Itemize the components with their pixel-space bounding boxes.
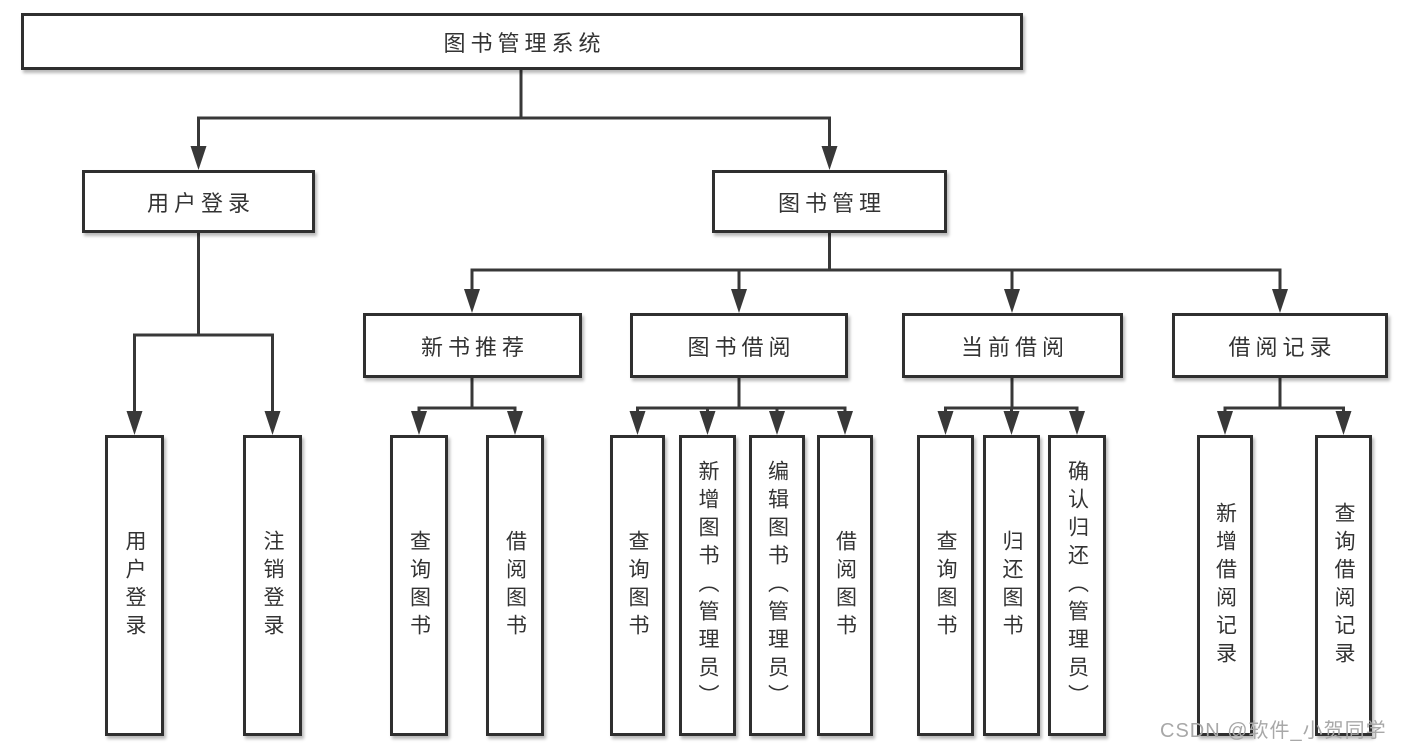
leaf-cb-confirm-return-admin-label: 确认归还（管理员） <box>1065 459 1089 712</box>
leaf-br-query-record: 查询借阅记录 <box>1315 435 1372 736</box>
node-borrowing-records-label: 借阅记录 <box>1228 334 1337 360</box>
node-book-management-label: 图书管理 <box>777 190 886 216</box>
leaf-cb-query-books-label: 查询图书 <box>934 529 957 642</box>
node-current-borrowing: 当前借阅 <box>902 313 1123 378</box>
node-user-login-label: 用户登录 <box>146 190 255 216</box>
node-borrowing-records: 借阅记录 <box>1172 313 1388 378</box>
leaf-cb-confirm-return-admin: 确认归还（管理员） <box>1048 435 1106 736</box>
leaf-nbr-query-books-label: 查询图书 <box>407 529 431 642</box>
leaf-bb-add-books-admin: 新增图书（管理员） <box>679 435 736 736</box>
node-book-management-branch: 图书管理 <box>712 170 947 233</box>
leaf-br-add-record-label: 新增借阅记录 <box>1213 501 1237 670</box>
leaf-logout: 注销登录 <box>243 435 302 736</box>
leaf-bb-edit-books-admin-label: 编辑图书（管理员） <box>765 459 789 712</box>
leaf-bb-borrow-books: 借阅图书 <box>817 435 873 736</box>
node-user-login-branch: 用户登录 <box>82 170 315 233</box>
leaf-bb-edit-books-admin: 编辑图书（管理员） <box>749 435 805 736</box>
leaf-bb-query-books-label: 查询图书 <box>626 529 649 642</box>
leaf-user-login-label: 用户登录 <box>123 529 146 642</box>
leaf-cb-return-books: 归还图书 <box>983 435 1040 736</box>
node-book-borrowing: 图书借阅 <box>630 313 848 378</box>
leaf-nbr-query-books: 查询图书 <box>390 435 448 736</box>
leaf-logout-label: 注销登录 <box>261 529 284 642</box>
node-new-book-recommend: 新书推荐 <box>363 313 582 378</box>
node-root-label: 图书管理系统 <box>443 30 606 56</box>
leaf-nbr-borrow-books-label: 借阅图书 <box>503 529 527 642</box>
leaf-bb-add-books-admin-label: 新增图书（管理员） <box>696 459 719 712</box>
leaf-cb-query-books: 查询图书 <box>917 435 974 736</box>
node-new-book-recommend-label: 新书推荐 <box>420 334 529 360</box>
node-current-borrowing-label: 当前借阅 <box>960 334 1069 360</box>
leaf-cb-return-books-label: 归还图书 <box>1000 529 1023 642</box>
node-root: 图书管理系统 <box>21 13 1023 70</box>
leaf-br-query-record-label: 查询借阅记录 <box>1332 501 1355 670</box>
node-book-borrowing-label: 图书借阅 <box>687 334 796 360</box>
leaf-user-login: 用户登录 <box>105 435 164 736</box>
leaf-bb-query-books: 查询图书 <box>610 435 665 736</box>
leaf-br-add-record: 新增借阅记录 <box>1197 435 1253 736</box>
watermark: CSDN @软件_小贺同学 <box>1160 720 1387 742</box>
leaf-bb-borrow-books-label: 借阅图书 <box>833 529 857 642</box>
leaf-nbr-borrow-books: 借阅图书 <box>486 435 544 736</box>
